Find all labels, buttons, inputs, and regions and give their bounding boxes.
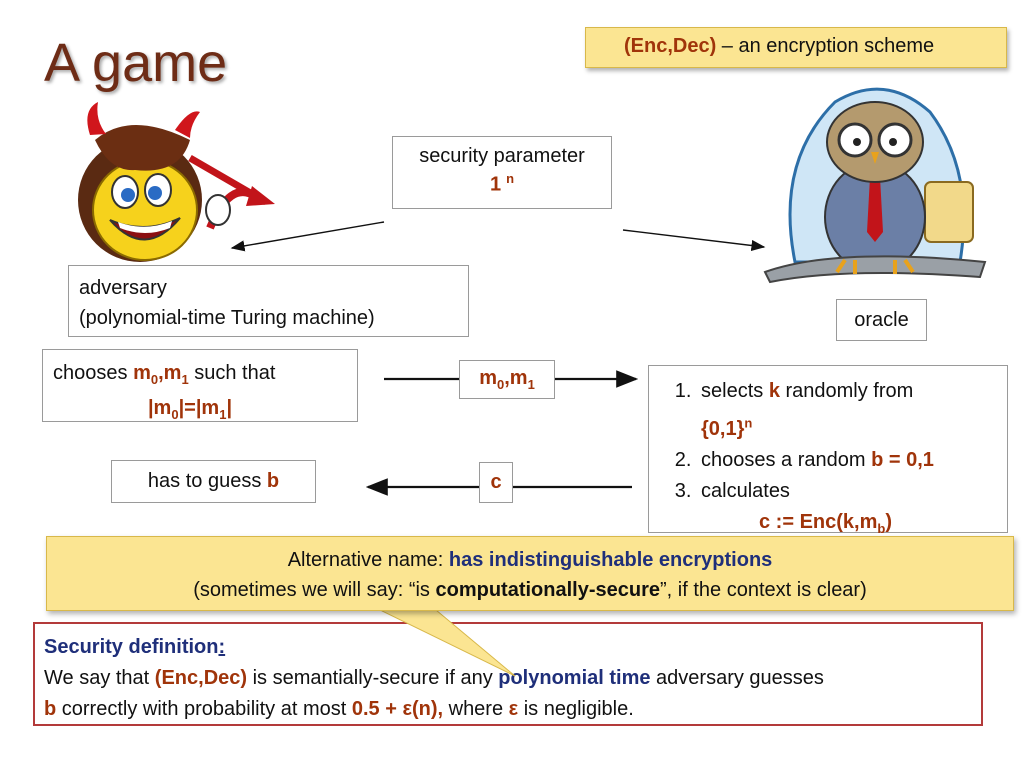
page-title: A game xyxy=(44,33,228,93)
arrow-param-to-oracle xyxy=(622,229,766,252)
choice-text: chooses xyxy=(53,362,134,384)
adversary-box: adversary (polynomial-time Turing machin… xyxy=(68,265,469,337)
security-parameter-label: security parameter xyxy=(419,145,585,167)
ciphertext-label: c xyxy=(479,462,513,503)
oracle-step-3: calculates c := Enc(k,mb) xyxy=(697,476,1007,544)
scheme-note: (Enc,Dec) – an encryption scheme xyxy=(585,27,1007,68)
oracle-label: oracle xyxy=(854,309,909,331)
devil-adversary-icon xyxy=(78,102,275,262)
guess-variable: b xyxy=(266,470,280,492)
scheme-name: (Enc,Dec) xyxy=(624,35,717,57)
callout-alt-name: has indistinguishable encryptions xyxy=(448,549,773,571)
alternative-name-callout: Alternative name: has indistinguishable … xyxy=(46,536,1014,611)
owl-oracle-icon xyxy=(763,87,987,284)
guess-text: has to guess xyxy=(147,470,267,492)
equal-length-condition: |m0|=|m1| xyxy=(147,397,233,422)
adversary-description: (polynomial-time Turing machine) xyxy=(79,307,375,329)
choice-suffix: such that xyxy=(188,362,276,384)
security-definition-box: Security definition: We say that (Enc,De… xyxy=(33,622,983,726)
definition-heading: Security definition xyxy=(44,636,219,658)
oracle-step-2: chooses a random b = 0,1 xyxy=(697,445,1007,476)
guess-box: has to guess b xyxy=(111,460,316,503)
callout-prefix: Alternative name: xyxy=(287,549,449,571)
scheme-description: – an encryption scheme xyxy=(716,35,935,57)
definition-text: We say that (Enc,Dec) is semantially-sec… xyxy=(44,667,824,689)
adversary-choice-box: chooses m0,m1 such that |m0|=|m1| xyxy=(42,349,358,422)
oracle-step-1: selects k randomly from {0,1}n xyxy=(697,376,1007,445)
choice-messages: m0,m1 xyxy=(133,362,189,387)
callout-computational-term: computationally-secure xyxy=(435,579,661,601)
messages-label: m0,m1 xyxy=(459,360,555,399)
security-parameter-exponent: n xyxy=(506,171,515,186)
oracle-box: oracle xyxy=(836,299,927,341)
adversary-label: adversary xyxy=(79,277,167,299)
oracle-steps-box: selects k randomly from {0,1}n chooses a… xyxy=(648,365,1008,536)
arrow-param-to-adversary xyxy=(230,221,385,252)
security-parameter-value: 1 xyxy=(489,173,502,196)
